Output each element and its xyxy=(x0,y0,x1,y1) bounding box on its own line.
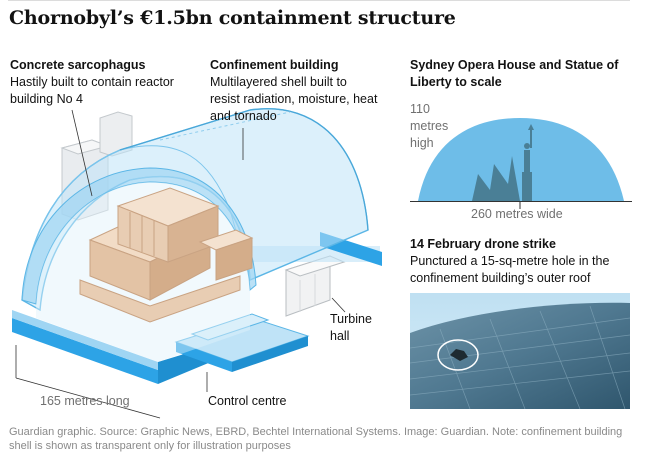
statue-of-liberty-silhouette xyxy=(522,124,534,201)
sarcophagus-annotation: Concrete sarcophagus Hastily built to co… xyxy=(10,57,180,108)
scale-width-label: 260 metres wide xyxy=(471,207,563,221)
confinement-heading: Confinement building xyxy=(210,58,339,72)
damage-circle xyxy=(437,339,479,371)
confinement-text: Multilayered shell built to resist radia… xyxy=(210,75,378,123)
drone-annotation: 14 February drone strike Punctured a 15-… xyxy=(410,236,632,287)
opera-house-silhouette xyxy=(472,156,520,201)
turbine-hall-building xyxy=(284,255,346,317)
sarcophagus-text: Hastily built to contain reactor buildin… xyxy=(10,75,174,106)
arch-outline xyxy=(418,118,624,201)
top-rule xyxy=(8,0,630,1)
drone-heading: 14 February drone strike xyxy=(410,237,556,251)
confinement-annotation: Confinement building Multilayered shell … xyxy=(210,57,380,125)
leader-lines xyxy=(15,109,346,419)
control-centre-building xyxy=(174,313,310,372)
scale-height-label: 110 metres high xyxy=(410,102,449,150)
turbine-hall-label: Turbine hall xyxy=(330,312,372,343)
control-centre-label: Control centre xyxy=(208,394,287,408)
containment-illustration xyxy=(12,108,382,419)
scale-heading: Sydney Opera House and Statue of Liberty… xyxy=(410,58,619,89)
page-title: Chornobyl’s €1.5bn containment structure xyxy=(9,7,456,29)
footer-credits: Guardian graphic. Source: Graphic News, … xyxy=(9,426,623,452)
drone-damage-photo xyxy=(410,293,630,409)
scale-annotation: Sydney Opera House and Statue of Liberty… xyxy=(410,57,630,91)
sarcophagus-heading: Concrete sarcophagus xyxy=(10,58,146,72)
sarcophagus-building xyxy=(79,187,254,323)
length-label: 165 metres long xyxy=(40,394,130,408)
scale-diagram xyxy=(410,118,632,209)
roof-hole xyxy=(450,349,468,361)
drone-text: Punctured a 15-sq-metre hole in the conf… xyxy=(410,254,610,285)
